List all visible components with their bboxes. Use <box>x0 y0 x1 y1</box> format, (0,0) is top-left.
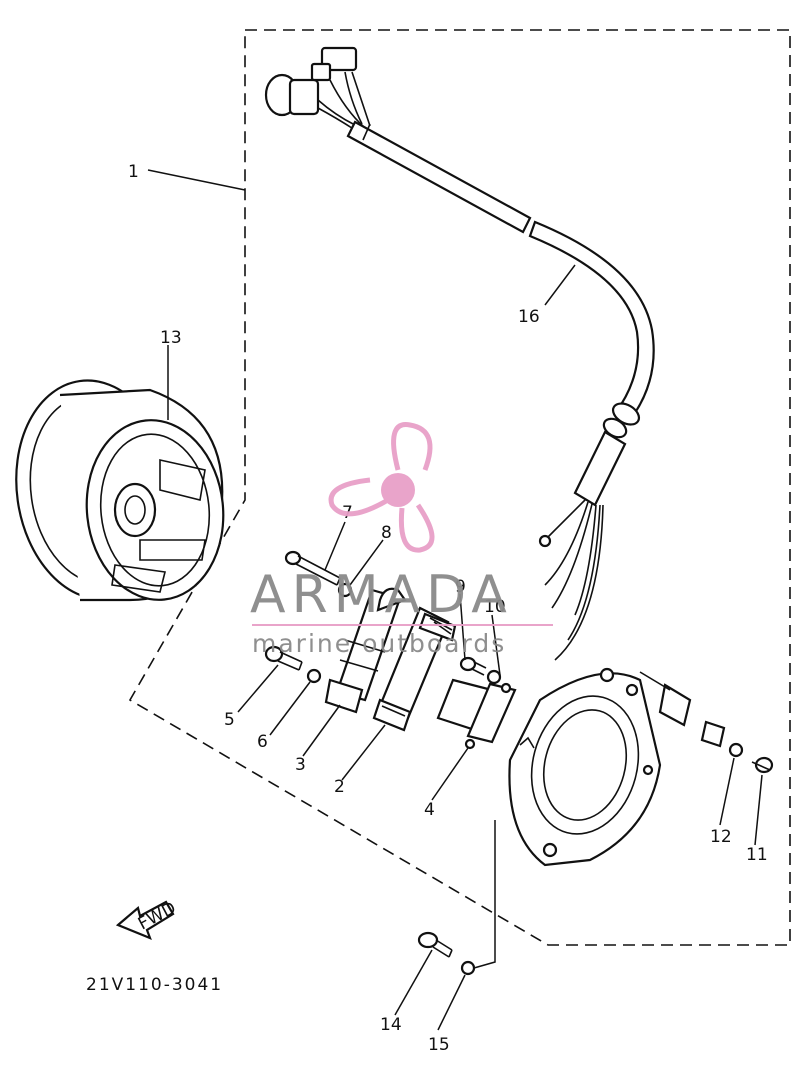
washer-part-8 <box>337 582 353 598</box>
pulser-coil-part-2 <box>372 606 457 732</box>
callout-2: 2 <box>334 777 345 797</box>
callout-11: 11 <box>746 845 768 865</box>
drawing-code: 21V110-3041 <box>86 975 223 995</box>
callout-1: 1 <box>128 162 139 182</box>
watermark-logo: ARMADA marine outboards <box>250 422 553 658</box>
leader-lines <box>147 169 763 1031</box>
screw-part-7 <box>284 550 341 586</box>
callout-14: 14 <box>380 1015 402 1035</box>
propeller-blade-right <box>398 503 435 553</box>
bolt-part-14 <box>417 931 453 958</box>
propeller-icon <box>328 422 435 553</box>
washer-part-6 <box>306 668 322 684</box>
callout-8: 8 <box>381 523 392 543</box>
flywheel-rotor <box>15 379 225 602</box>
watermark-brand: ARMADA <box>250 565 513 625</box>
callout-4: 4 <box>424 800 435 820</box>
fwd-label: FWD <box>135 898 179 934</box>
callout-13: 13 <box>160 328 182 348</box>
callout-5: 5 <box>224 710 235 730</box>
propeller-hub <box>381 473 415 507</box>
washer-part-15 <box>460 960 476 976</box>
callout-9: 9 <box>455 577 466 597</box>
callout-3: 3 <box>295 755 306 775</box>
fwd-direction-arrow: FWD <box>115 898 179 940</box>
callout-10: 10 <box>484 597 506 617</box>
callout-15: 15 <box>428 1035 450 1055</box>
wire-harness <box>264 46 655 661</box>
charge-coil-part-3 <box>324 587 407 714</box>
bolt-part-5 <box>264 645 303 671</box>
callout-12: 12 <box>710 827 732 847</box>
assembly-boundary-dashed <box>128 29 791 946</box>
screw-part-9 <box>459 656 487 676</box>
callout-6: 6 <box>257 732 268 752</box>
coil-part-4 <box>436 678 517 750</box>
screw-part-11 <box>751 756 774 774</box>
stator-base-plate <box>508 667 662 867</box>
cord-clamp-part-12 <box>639 671 744 758</box>
propeller-blade-left <box>328 477 390 517</box>
propeller-blade-top <box>391 422 433 471</box>
callout-16: 16 <box>518 307 540 327</box>
watermark-tagline: marine outboards <box>252 629 506 658</box>
washer-part-10 <box>486 669 502 685</box>
